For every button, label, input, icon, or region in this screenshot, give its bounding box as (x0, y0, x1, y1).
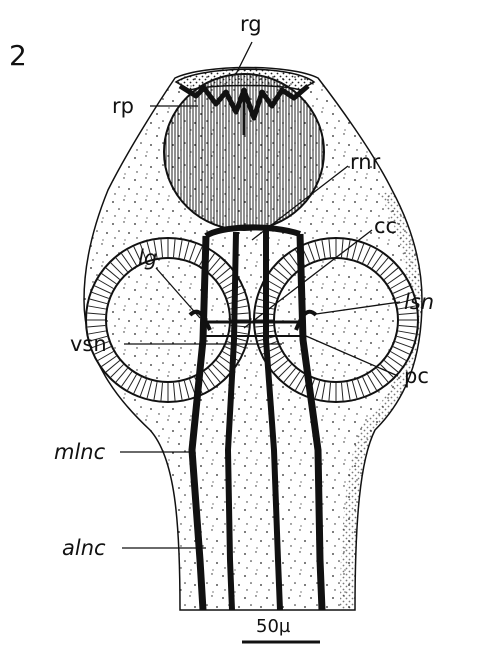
label-alnc: alnc (62, 538, 106, 559)
label-pc: pc (404, 366, 429, 387)
label-vsn: vsn (70, 334, 107, 355)
label-mlnc: mlnc (54, 442, 105, 463)
label-rp: rp (112, 96, 134, 117)
figure-number: 2 (9, 42, 27, 70)
label-cc: cc (374, 216, 397, 237)
right-sucker (254, 238, 418, 402)
label-lg: lg (138, 248, 157, 269)
label-rnr: rnr (350, 152, 380, 173)
scale-bar-label: 50µ (256, 618, 290, 636)
label-lsn: lsn (404, 292, 434, 313)
label-rg: rg (240, 14, 262, 35)
left-sucker (86, 238, 250, 402)
